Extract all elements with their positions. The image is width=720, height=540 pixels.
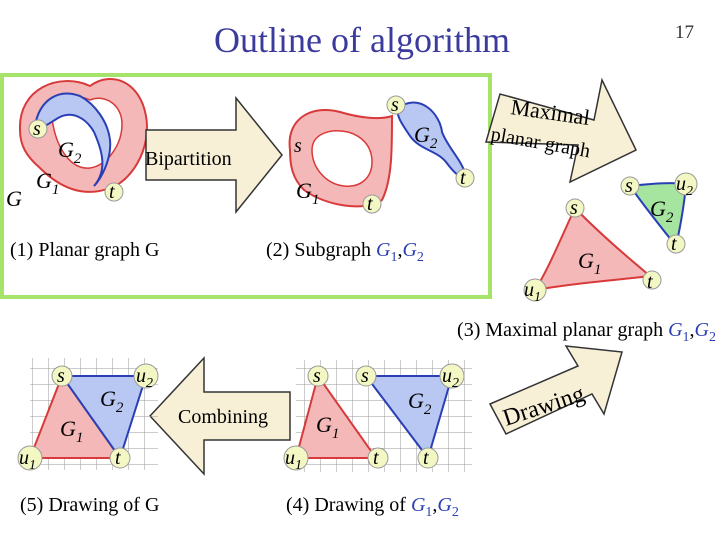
maximal-planar-arrow: Maximal planar graph [485, 77, 638, 184]
combining-label: Combining [178, 406, 268, 428]
step2-g1-hole [311, 130, 373, 187]
step1-planar-graph: s G2 G1 t G (1) Planar graph G [6, 78, 159, 261]
step3-s-left-label: s [570, 197, 578, 219]
step3-caption: (3) Maximal planar graph G1,G2 [457, 319, 716, 345]
step2-t-mid-label: t [367, 193, 373, 215]
step4-caption: (4) Drawing of G1,G2 [286, 494, 459, 520]
step4-t2-label: t [423, 447, 429, 469]
step2-t-right-label: t [460, 167, 466, 189]
step2-caption: (2) Subgraph G1,G2 [266, 239, 424, 265]
step4-g1-label: G1 [316, 412, 339, 442]
step5-g2-region [60, 375, 148, 461]
step2-s-top-label: s [391, 94, 399, 116]
step1-g1-label: G1 [36, 168, 59, 198]
drawing-arrow: Drawing [488, 345, 623, 435]
bipartition-arrow: Bipartition [145, 95, 283, 215]
step4-u1-label: u1 [285, 447, 302, 473]
step4-s1-label: s [313, 365, 321, 387]
step3-g2-triangle [628, 182, 688, 249]
step5-g2-label: G2 [100, 386, 124, 416]
step4-drawing: s s u2 G2 G1 u1 t t (4) Drawing of G1,G2 [283, 360, 472, 520]
step4-g1-region [294, 373, 378, 459]
step3-g1-label: G1 [578, 248, 601, 278]
step1-caption: (1) Planar graph G [10, 239, 159, 261]
bipartition-label: Bipartition [145, 148, 232, 170]
highlight-box [0, 73, 492, 299]
step5-u2-label: u2 [136, 365, 153, 391]
step5-s-label: s [57, 365, 65, 387]
step3-s-right-label: s [625, 175, 633, 197]
step1-g2-label: G2 [58, 137, 82, 167]
step4-g2-region [363, 375, 454, 461]
combining-arrow: Combining [148, 356, 291, 476]
slide-title: Outline of algorithm [214, 20, 510, 60]
step2-g2-label: G2 [414, 122, 438, 152]
step3-u1-label: u1 [524, 279, 541, 305]
step5-drawing: s u2 G2 G1 u1 t (5) Drawing of G [17, 358, 159, 516]
step3-maximal-planar: s s u2 G2 t G1 t u1 (3) Maximal planar g… [457, 172, 716, 345]
step4-u2-label: u2 [442, 365, 459, 391]
step4-t1-label: t [373, 447, 379, 469]
step4-s2-label: s [361, 365, 369, 387]
step3-u2-label: u2 [676, 173, 693, 199]
step3-g1-triangle [532, 206, 653, 292]
page-number: 17 [675, 22, 694, 43]
step1-g-label: G [6, 186, 22, 211]
step5-u1-label: u1 [19, 447, 36, 473]
step5-t-label: t [115, 447, 121, 469]
step3-t-right-label: t [671, 233, 677, 255]
step3-t-left-label: t [647, 271, 653, 293]
step5-caption: (5) Drawing of G [20, 494, 159, 516]
step2-subgraphs: s s G2 G1 t t (2) Subgraph G1,G2 [266, 94, 475, 265]
step2-g1-label: G1 [296, 178, 319, 208]
step4-g2-label: G2 [408, 388, 432, 418]
step5-g1-label: G1 [60, 416, 83, 446]
step1-s-label: s [33, 118, 41, 140]
step1-g2-region [33, 92, 112, 187]
step3-g2-label: G2 [650, 196, 674, 226]
step1-t-label: t [109, 181, 115, 203]
step2-s-left-label: s [294, 135, 302, 157]
